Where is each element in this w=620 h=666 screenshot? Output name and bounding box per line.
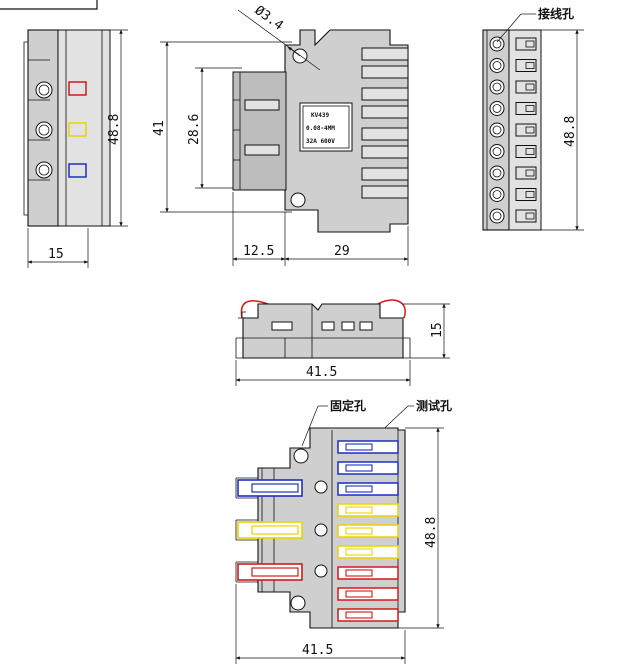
- left-view-housing: [57, 29, 111, 227]
- front-view: 41 28.6 KV439 0.08-4MM 32A 600V: [152, 3, 409, 266]
- wire-hole-icon: [489, 122, 505, 138]
- left-lever-circle-3: [35, 161, 53, 179]
- bottom-height-dim: 48.8: [424, 517, 439, 548]
- bottom-yellow-lever: [237, 521, 303, 539]
- top-width-dim: 41.5: [306, 365, 337, 380]
- terminal-slot: [337, 524, 399, 538]
- front-lever-block: [232, 71, 287, 191]
- front-right-width-dim: 29: [334, 244, 350, 259]
- front-left-width-dim: 12.5: [243, 244, 274, 259]
- bottom-test-hole-3: [314, 564, 328, 578]
- terminal-slot: [337, 482, 399, 496]
- wire-hole-icon: [489, 58, 505, 73]
- right-height-dim: 48.8: [563, 116, 578, 147]
- top-view: 15 41.5: [235, 299, 450, 386]
- bottom-view: 固定孔 测试孔 48.8 41.5: [235, 398, 452, 664]
- product-spec-1: 0.08-4MM: [306, 125, 335, 132]
- wire-hole-icon: [489, 101, 505, 116]
- front-terminal-slots: [361, 47, 409, 199]
- left-height-dim: 48.8: [107, 114, 122, 145]
- terminal-slot: [337, 440, 399, 454]
- terminal-slot: [337, 503, 399, 517]
- wire-hole-icon: [489, 165, 505, 181]
- front-label-plate: [299, 102, 353, 152]
- left-blue-marker: [68, 163, 87, 178]
- bottom-red-lever: [237, 563, 303, 581]
- title-frame-corner: [0, 0, 98, 10]
- bottom-test-hole-2: [314, 523, 328, 537]
- test-hole-label: 测试孔: [416, 398, 452, 413]
- left-lever-circle-1: [35, 81, 53, 99]
- bottom-fixing-hole-top: [293, 448, 309, 464]
- terminal-slot: [337, 566, 399, 580]
- bottom-width-dim: 41.5: [302, 643, 333, 658]
- bottom-terminal-slots: [337, 440, 399, 622]
- hole-diameter-dim: Ø3.4: [252, 3, 286, 34]
- left-red-marker: [68, 81, 87, 96]
- left-side-view: 15 48.8: [23, 29, 128, 268]
- right-wire-holes: [489, 36, 505, 224]
- front-inner-height-dim: 28.6: [187, 114, 202, 145]
- wire-hole-icon: [489, 208, 505, 224]
- wire-hole-icon: [489, 187, 505, 202]
- product-model: KV439: [311, 112, 329, 119]
- right-terminal-tabs: [515, 37, 537, 223]
- terminal-slot: [337, 545, 399, 559]
- wire-hole-icon: [489, 144, 505, 159]
- wire-hole-icon: [489, 36, 505, 52]
- left-width-dim: 15: [48, 247, 64, 262]
- right-side-view: 接线孔 48.8: [482, 6, 584, 231]
- terminal-slot: [337, 587, 399, 601]
- top-body: [242, 303, 404, 359]
- front-bottom-hole: [290, 192, 306, 208]
- terminal-slot: [337, 608, 399, 622]
- top-height-dim: 15: [430, 322, 445, 338]
- left-lever-circle-2: [35, 121, 53, 139]
- wire-hole-icon: [489, 79, 505, 95]
- left-yellow-marker: [68, 122, 87, 137]
- front-outer-height-dim: 41: [152, 120, 167, 136]
- bottom-blue-lever: [237, 479, 303, 497]
- fixing-hole-label: 固定孔: [330, 398, 366, 413]
- bottom-test-hole-1: [314, 480, 328, 494]
- terminal-slot: [337, 461, 399, 475]
- product-spec-2: 32A 600V: [306, 138, 335, 145]
- wire-hole-label: 接线孔: [538, 6, 574, 21]
- bottom-fixing-hole-bottom: [290, 595, 306, 611]
